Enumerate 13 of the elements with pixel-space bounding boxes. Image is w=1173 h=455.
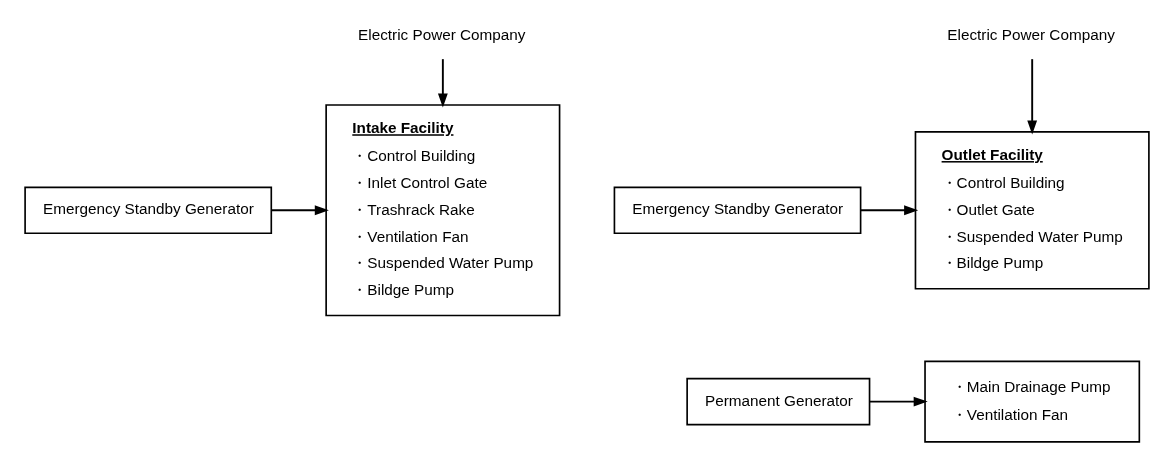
node-box: Emergency Standby Generator <box>23 186 272 235</box>
node-box: Permanent Generator <box>685 377 870 426</box>
arrow <box>269 205 329 216</box>
node-box: Intake Facility ・Control Building ・Inlet Control Gate ・Trashrack Rake ・Ventilation Fan ・Suspended Water Pump ・Bildge Pump <box>324 104 560 317</box>
node-box: ・Main Drainage Pump ・Ventilation Fan <box>923 360 1140 443</box>
arrow <box>1026 58 1037 135</box>
node-box: Emergency Standby Generator <box>613 186 861 235</box>
node-text: Electric Power Company <box>357 26 526 44</box>
arrow <box>868 396 928 407</box>
arrow <box>859 205 918 216</box>
node-text: Electric Power Company <box>946 26 1115 44</box>
arrow <box>437 58 448 108</box>
node-box: Outlet Facility ・Control Building ・Outlet Gate ・Suspended Water Pump ・Bildge Pump <box>914 131 1150 290</box>
